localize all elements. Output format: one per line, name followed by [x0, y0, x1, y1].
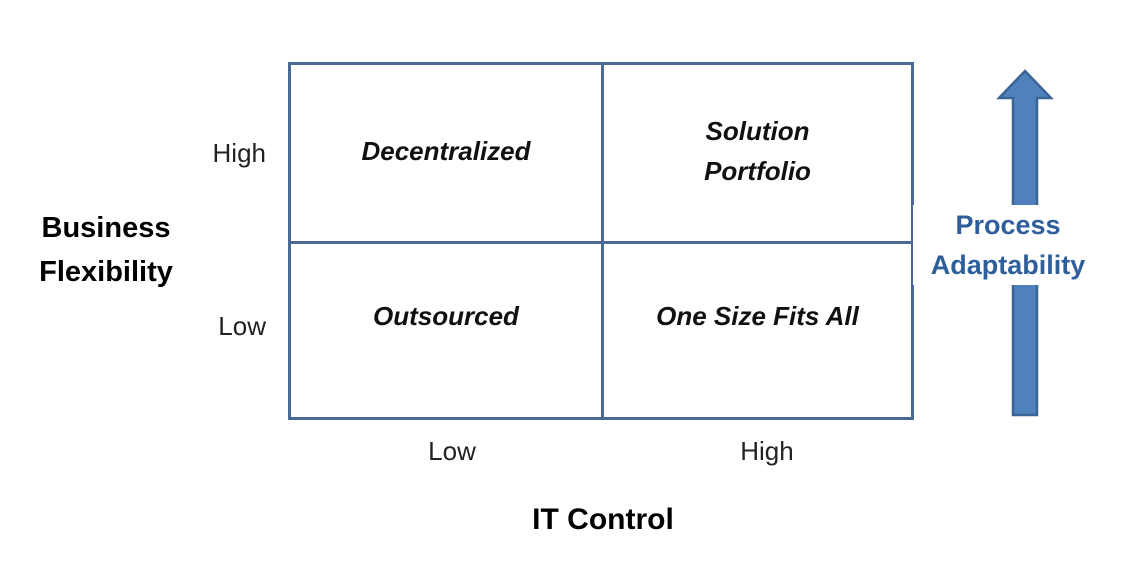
- quadrant-top-left-label: Decentralized: [361, 136, 531, 166]
- quadrant-bottom-left-label: Outsourced: [373, 300, 519, 331]
- quadrant-top-left: Decentralized: [291, 65, 601, 241]
- horizontal-divider: [291, 241, 911, 244]
- quadrant-bottom-right: One Size Fits All: [604, 244, 911, 417]
- two-by-two-matrix: Decentralized Solution Portfolio Outsour…: [288, 62, 914, 420]
- y-axis-title: Business Flexibility: [39, 212, 173, 288]
- process-adaptability-label: Process Adaptability: [913, 205, 1103, 285]
- y-axis-low-label: Low: [218, 311, 266, 341]
- quadrant-bottom-right-label: One Size Fits All: [656, 300, 859, 331]
- y-axis-high-label: High: [212, 138, 266, 168]
- quadrant-bottom-left: Outsourced: [291, 244, 601, 417]
- quadrant-top-right: Solution Portfolio: [604, 65, 911, 241]
- quadrant-top-right-label: Solution Portfolio: [704, 116, 811, 186]
- x-axis-title: IT Control: [532, 503, 674, 536]
- x-axis-high-label: High: [740, 436, 794, 466]
- x-axis-low-label: Low: [428, 436, 476, 466]
